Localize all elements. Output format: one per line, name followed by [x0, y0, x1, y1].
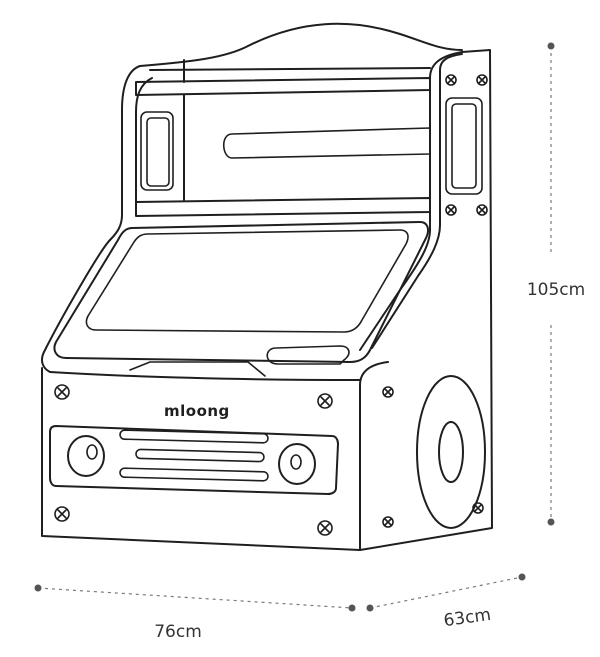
upper-frame	[109, 59, 431, 241]
depth-dimension: 63cm	[366, 573, 526, 631]
depth-label: 63cm	[442, 605, 492, 631]
front-cabinet: mloong	[41, 361, 389, 551]
height-dimension: 105cm	[527, 42, 585, 526]
right-side-panel	[359, 49, 493, 551]
side-screw-icon	[382, 74, 488, 528]
width-dimension: 76cm	[34, 584, 356, 642]
side-speaker-icon	[416, 375, 486, 529]
front-screw-icon	[54, 384, 333, 536]
back-panel	[139, 22, 463, 71]
brand-logo-text: mloong	[164, 402, 230, 420]
control-deck	[41, 221, 429, 381]
height-label: 105cm	[527, 280, 585, 300]
front-speaker-panel	[49, 425, 339, 495]
width-label: 76cm	[154, 622, 202, 642]
